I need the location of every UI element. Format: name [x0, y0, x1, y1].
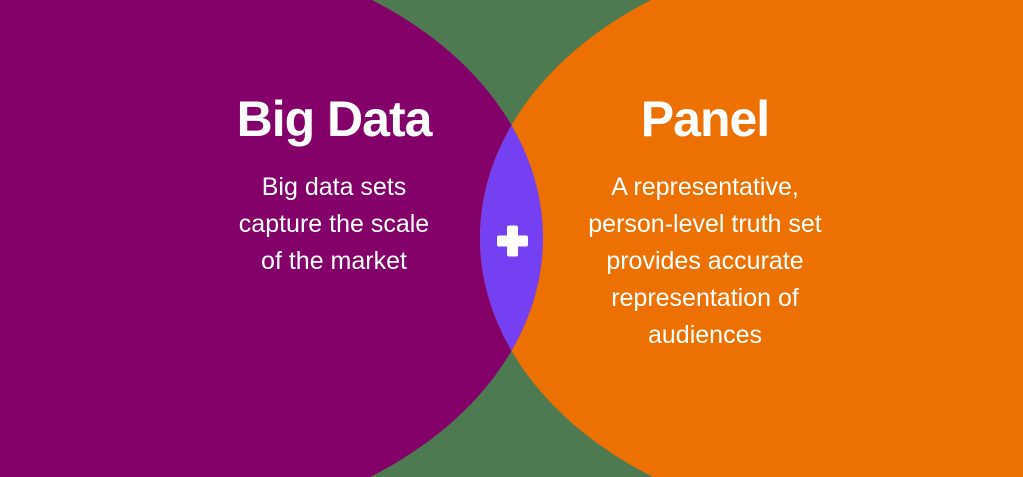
panel-circle	[480, 0, 1023, 477]
big-data-description: Big data sets capture the scale of the m…	[238, 173, 430, 275]
panel-title: Panel	[640, 91, 770, 147]
big-data-title: Big Data	[236, 91, 433, 147]
big-data-circle	[0, 0, 543, 477]
plus-icon	[497, 225, 528, 257]
panel-description: A representative, person-level truth set…	[588, 173, 822, 349]
